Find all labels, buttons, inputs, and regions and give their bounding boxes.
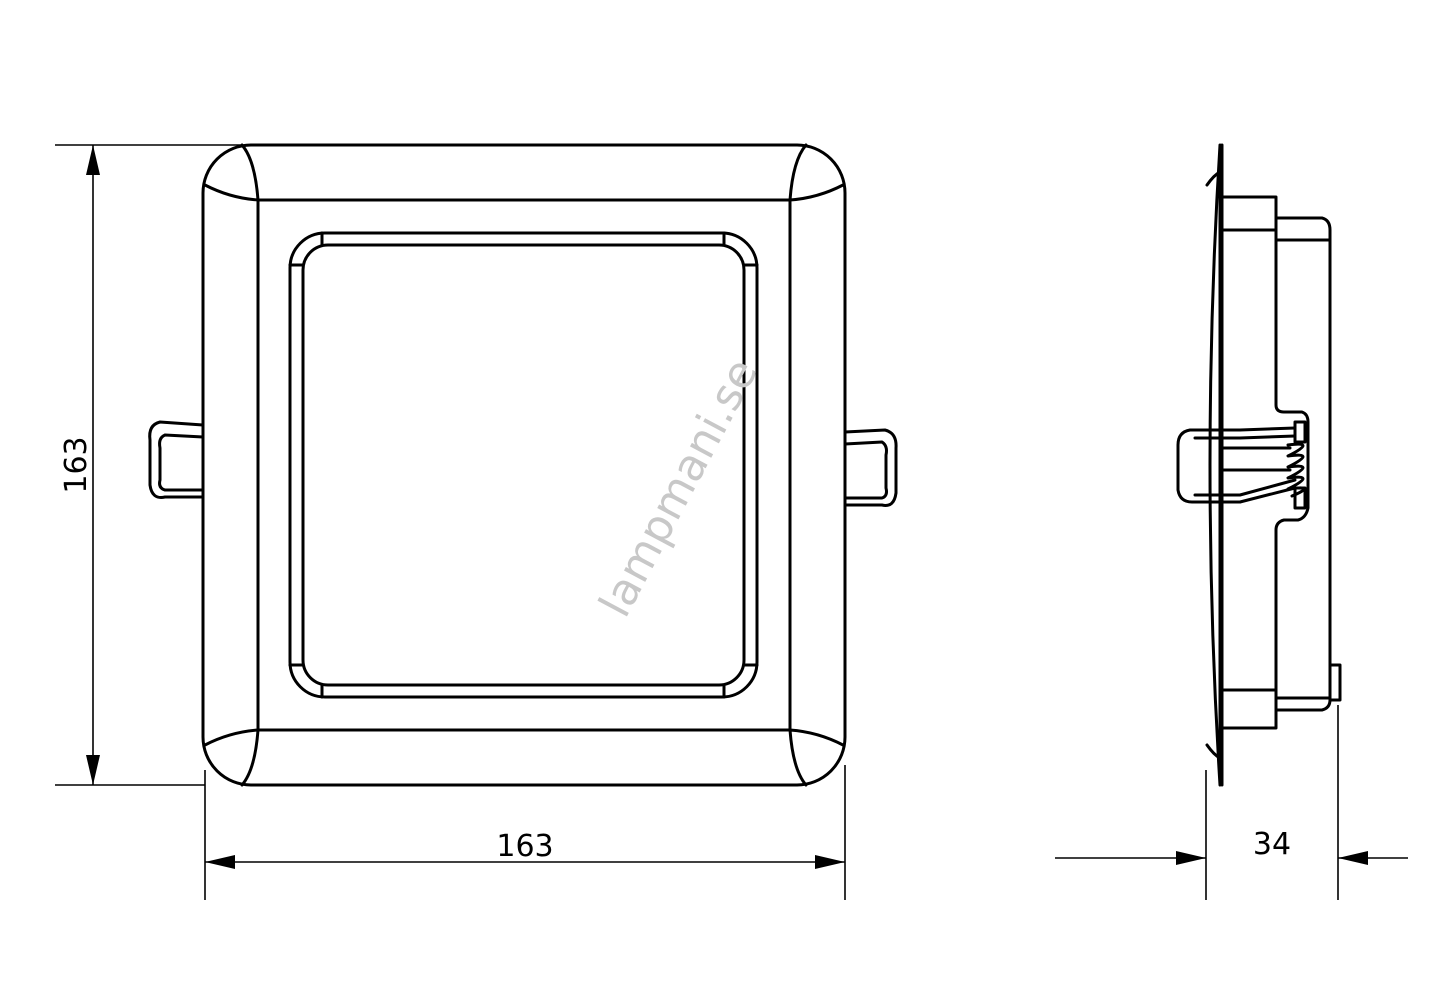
flange <box>1208 143 1222 787</box>
height-label: 163 <box>59 436 94 493</box>
height-dimension: 163 <box>55 144 242 786</box>
light-panel-outer <box>288 231 759 699</box>
housing <box>1220 195 1310 730</box>
corner-cap-bl <box>203 728 260 787</box>
front-view <box>148 143 898 787</box>
corner-cap-br <box>788 728 845 787</box>
connector <box>1328 663 1342 702</box>
spring-clip-left <box>148 420 205 499</box>
corner-cap-tr <box>788 143 845 202</box>
side-view <box>1176 143 1342 787</box>
light-panel-inner <box>301 243 746 687</box>
driver-box <box>1274 216 1332 712</box>
corner-cap-tl <box>203 143 260 202</box>
depth-label: 34 <box>1253 827 1291 862</box>
spring-clip-right <box>843 428 898 507</box>
side-spring-clip <box>1176 420 1307 510</box>
width-label: 163 <box>496 829 553 864</box>
outer-frame <box>201 143 847 787</box>
width-dimension: 163 <box>204 765 846 900</box>
depth-dimension: 34 <box>1055 705 1408 900</box>
watermark: lampmani.se <box>590 351 768 626</box>
